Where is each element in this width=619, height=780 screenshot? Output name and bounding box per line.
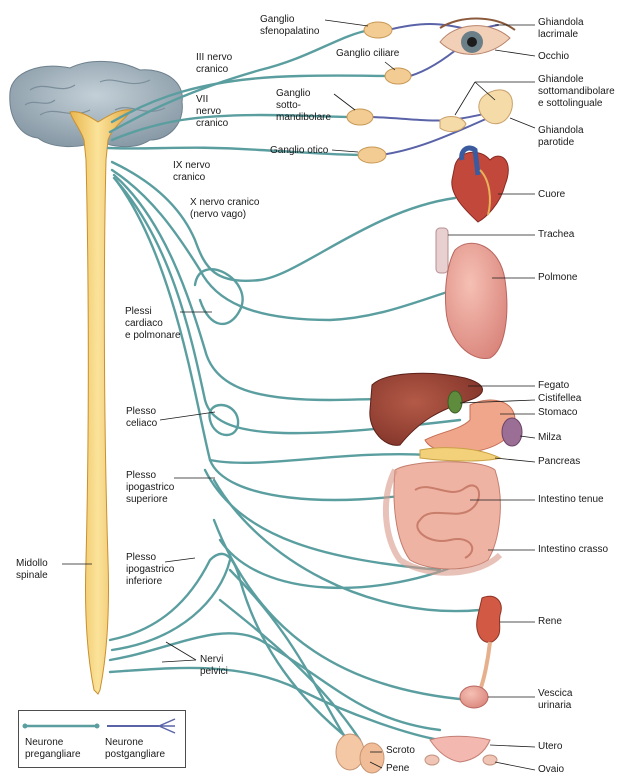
label-intestino-crasso: Intestino crasso xyxy=(538,544,609,555)
label-cuore: Cuore xyxy=(538,189,566,200)
legend-postgangliare: Neurone postgangliare xyxy=(105,737,166,760)
label-stomaco: Stomaco xyxy=(538,407,578,418)
label-vescica: Vescica urinaria xyxy=(538,688,573,711)
ganglion-sottomandibolare xyxy=(346,108,374,126)
leader-lines xyxy=(62,19,536,771)
label-polmone: Polmone xyxy=(538,272,578,283)
label-pancreas: Pancreas xyxy=(538,456,581,467)
ganglion-otico xyxy=(357,146,387,164)
intestines-organ xyxy=(382,461,503,576)
label-intestino-tenue: Intestino tenue xyxy=(538,494,604,505)
legend-swatches xyxy=(22,718,176,734)
label-midollo-spinale: Midollo spinale xyxy=(16,558,48,581)
label-plesso-ipogastrico-inf: Plesso ipogastrico inferiore xyxy=(126,552,175,587)
heart-organ xyxy=(451,145,509,223)
label-ganglio-sottomandibolare: Ganglio sotto- mandibolare xyxy=(276,88,332,123)
label-nervi-pelvici: Nervi pelvici xyxy=(200,654,228,677)
label-scroto: Scroto xyxy=(386,745,415,756)
label-trachea: Trachea xyxy=(538,229,575,240)
label-occhio: Occhio xyxy=(538,51,570,62)
label-ovaio: Ovaio xyxy=(538,764,565,775)
label-ix-nervo: IX nervo cranico xyxy=(173,160,211,183)
label-plessi-cardiaco: Plessi cardiaco e polmonare xyxy=(125,306,181,341)
brain xyxy=(9,60,183,148)
label-vii-nervo: VII nervo cranico xyxy=(196,94,229,129)
label-ghiandola-lacrimale: Ghiandola lacrimale xyxy=(538,17,584,40)
label-ganglio-sfenopalatino: Ganglio sfenopalatino xyxy=(260,14,320,37)
label-pene: Pene xyxy=(386,763,410,774)
label-rene: Rene xyxy=(538,616,562,627)
reproductive-female xyxy=(424,735,498,766)
ganglia xyxy=(346,21,412,164)
ganglion-ciliare xyxy=(384,67,412,85)
salivary-glands xyxy=(439,89,513,132)
lung-organ xyxy=(435,227,508,359)
spinal-cord xyxy=(69,109,133,695)
label-iii-nervo: III nervo cranico xyxy=(196,52,233,75)
reproductive-male xyxy=(335,733,385,774)
label-ghiandola-parotide: Ghiandola parotide xyxy=(538,125,584,148)
urinary-organs xyxy=(459,595,502,709)
label-ganglio-otico: Ganglio otico xyxy=(270,145,329,156)
label-milza: Milza xyxy=(538,432,562,443)
legend: Neurone pregangliare Neurone postganglia… xyxy=(18,710,186,768)
eye-organ xyxy=(439,17,516,55)
digestive-organs xyxy=(369,372,523,462)
ganglion-sfenopalatino xyxy=(363,21,393,39)
preganglionic-nerves xyxy=(106,28,489,747)
label-cistifellea: Cistifellea xyxy=(538,393,582,404)
label-fegato: Fegato xyxy=(538,380,570,391)
label-x-nervo: X nervo cranico (nervo vago) xyxy=(190,197,260,220)
label-plesso-celiaco: Plesso celiaco xyxy=(126,406,158,429)
label-ghiandole-sottomandibolare: Ghiandole sottomandibolare e sottolingua… xyxy=(538,74,615,109)
label-ganglio-ciliare: Ganglio ciliare xyxy=(336,48,400,59)
label-utero: Utero xyxy=(538,741,563,752)
legend-pregangliare: Neurone pregangliare xyxy=(25,737,81,760)
label-plesso-ipogastrico-sup: Plesso ipogastrico superiore xyxy=(126,470,175,505)
